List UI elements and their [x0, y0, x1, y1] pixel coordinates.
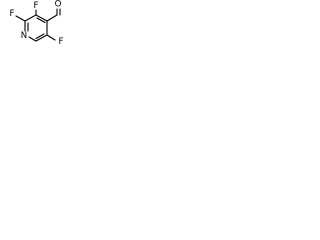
atom-label-f5: F	[59, 37, 64, 47]
bond-c4-cho	[46, 14, 58, 22]
atom-label-n1: N	[21, 31, 27, 41]
bond-c5-f	[46, 34, 56, 41]
bond-c3-c4	[35, 14, 48, 22]
double-bond-c3-c4	[36, 17, 46, 24]
bond-c6-n1	[28, 36, 37, 42]
bond-c2-c3	[24, 14, 37, 22]
bond-c2-f	[15, 15, 26, 22]
atom-label-f2: F	[10, 9, 15, 19]
double-bond-c5-c6	[35, 33, 45, 40]
atom-label-o-aldehyde: O	[55, 0, 62, 10]
structure-canvas: N F F F O	[0, 0, 96, 66]
bond-c5-c6	[35, 34, 48, 42]
atom-label-f3: F	[34, 1, 39, 11]
trifluoropyridine-carbaldehyde-structure: N F F F O	[10, 0, 64, 47]
